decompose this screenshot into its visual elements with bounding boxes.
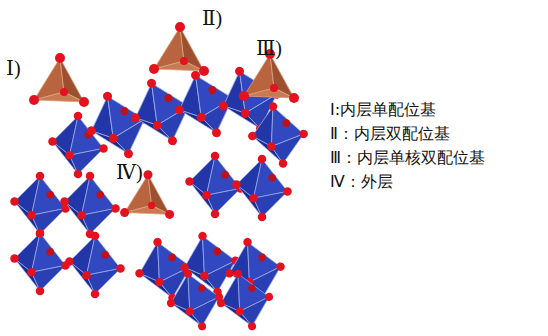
callout-number: Ⅰ) <box>6 56 21 80</box>
callout-number: Ⅲ) <box>256 36 282 60</box>
callout-number: Ⅳ) <box>116 160 143 184</box>
key-note: Ⅳ：外层 <box>330 172 393 193</box>
key-note: Ⅱ：内层双配位基 <box>330 124 450 145</box>
key-note: Ⅰ:内层单配位基 <box>330 100 436 121</box>
callout-number: Ⅱ) <box>202 6 222 30</box>
key-note: Ⅲ：内层单核双配位基 <box>330 148 485 169</box>
